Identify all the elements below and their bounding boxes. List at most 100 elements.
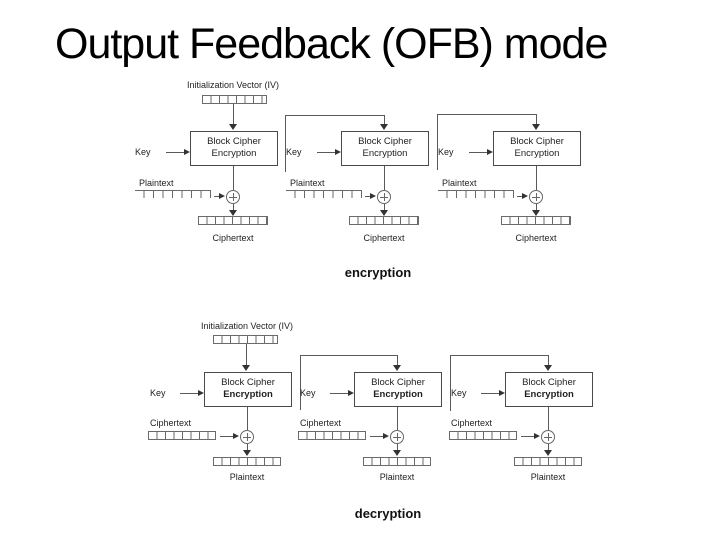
plaintext-label: Plaintext [229, 472, 265, 482]
xor-output-arrowhead-icon [243, 450, 251, 456]
input-arrow-line [214, 196, 220, 197]
feedback-line-horizontal [437, 114, 537, 115]
ciphertext-register [501, 216, 571, 225]
xor-icon [390, 430, 404, 444]
block-cipher-box: Block Cipher Encryption [190, 131, 278, 166]
feedback-arrow-line [536, 114, 537, 124]
key-label: Key [300, 388, 316, 398]
plaintext-register [363, 457, 431, 466]
key-arrow-line [317, 152, 335, 153]
block-cipher-box: Block Cipher Encryption [505, 372, 593, 407]
caption-encryption: encryption [344, 265, 412, 280]
encryption-stage-3: Block Cipher Encryption Key Plaintext Ci… [436, 78, 636, 256]
block-cipher-line2: Encryption [223, 389, 273, 400]
input-arrow-line [370, 436, 383, 437]
input-arrowhead-icon [219, 193, 225, 199]
ciphertext-label: Ciphertext [363, 233, 405, 243]
iv-label: Initialization Vector (IV) [200, 321, 294, 331]
xor-output-line [247, 444, 248, 451]
iv-label: Initialization Vector (IV) [186, 80, 280, 90]
input-arrowhead-icon [233, 433, 239, 439]
plaintext-label: Plaintext [442, 178, 477, 188]
key-arrow-line [469, 152, 487, 153]
key-arrowhead-icon [184, 149, 190, 155]
xor-output-arrowhead-icon [380, 210, 388, 216]
feedback-arrow-line [548, 355, 549, 365]
input-arrow-line [517, 196, 523, 197]
xor-output-line [233, 204, 234, 211]
feedback-line-vertical [437, 114, 438, 170]
key-arrowhead-icon [198, 390, 204, 396]
feedback-arrow-line [384, 115, 385, 124]
decryption-diagram: Initialization Vector (IV) Block Cipher … [0, 318, 720, 498]
block-cipher-box: Block Cipher Encryption [493, 131, 581, 166]
input-arrowhead-icon [383, 433, 389, 439]
caption-decryption: decryption [354, 506, 422, 521]
feedback-line-vertical [450, 355, 451, 411]
page-title: Output Feedback (OFB) mode [55, 20, 608, 68]
cipher-output-line [233, 166, 234, 190]
cipher-output-line [548, 407, 549, 430]
key-label: Key [451, 388, 467, 398]
encryption-diagram: Initialization Vector (IV) Block Cipher … [0, 78, 720, 258]
feedback-line-vertical [285, 115, 286, 172]
ciphertext-register [349, 216, 419, 225]
key-arrow-line [481, 393, 499, 394]
feedback-line-vertical [300, 355, 301, 410]
key-arrow-line [166, 152, 184, 153]
iv-arrow-line [246, 344, 247, 365]
xor-icon [226, 190, 240, 204]
feedback-arrowhead-icon [380, 124, 388, 130]
xor-icon [377, 190, 391, 204]
input-arrowhead-icon [534, 433, 540, 439]
ciphertext-label: Ciphertext [300, 418, 342, 428]
block-cipher-line1: Block Cipher [358, 136, 412, 147]
iv-arrowhead-icon [242, 365, 250, 371]
encryption-stage-1: Initialization Vector (IV) Block Cipher … [133, 78, 333, 256]
iv-arrow-line [233, 104, 234, 124]
key-label: Key [286, 147, 302, 157]
block-cipher-line2: Encryption [211, 148, 257, 159]
plaintext-register [135, 190, 211, 198]
ciphertext-register [298, 431, 366, 440]
key-arrow-line [330, 393, 348, 394]
iv-register [202, 95, 267, 104]
block-cipher-box: Block Cipher Encryption [204, 372, 292, 407]
xor-icon [529, 190, 543, 204]
key-arrowhead-icon [487, 149, 493, 155]
plaintext-label: Plaintext [530, 472, 566, 482]
input-arrow-line [521, 436, 534, 437]
key-label: Key [438, 147, 454, 157]
xor-output-arrowhead-icon [532, 210, 540, 216]
key-arrowhead-icon [348, 390, 354, 396]
iv-register [213, 335, 278, 344]
decryption-stage-2: Block Cipher Encryption Key Ciphertext P… [297, 318, 497, 496]
xor-output-arrowhead-icon [393, 450, 401, 456]
ciphertext-label: Ciphertext [515, 233, 557, 243]
decryption-stage-1: Initialization Vector (IV) Block Cipher … [147, 318, 347, 496]
ciphertext-label: Ciphertext [150, 418, 192, 428]
feedback-line-horizontal [285, 115, 385, 116]
key-label: Key [150, 388, 166, 398]
xor-icon [541, 430, 555, 444]
plaintext-label: Plaintext [379, 472, 415, 482]
plaintext-register [286, 190, 362, 198]
xor-output-arrowhead-icon [544, 450, 552, 456]
input-arrowhead-icon [370, 193, 376, 199]
plaintext-register [514, 457, 582, 466]
xor-output-arrowhead-icon [229, 210, 237, 216]
input-arrow-line [220, 436, 233, 437]
block-cipher-line2: Encryption [524, 389, 574, 400]
plaintext-register [438, 190, 514, 198]
block-cipher-box: Block Cipher Encryption [354, 372, 442, 407]
cipher-output-line [247, 407, 248, 430]
cipher-output-line [397, 407, 398, 430]
ciphertext-label: Ciphertext [451, 418, 493, 428]
feedback-arrowhead-icon [393, 365, 401, 371]
block-cipher-line2: Encryption [373, 389, 423, 400]
input-arrowhead-icon [522, 193, 528, 199]
plaintext-register [213, 457, 281, 466]
key-arrowhead-icon [499, 390, 505, 396]
ciphertext-register [148, 431, 216, 440]
xor-output-line [397, 444, 398, 451]
